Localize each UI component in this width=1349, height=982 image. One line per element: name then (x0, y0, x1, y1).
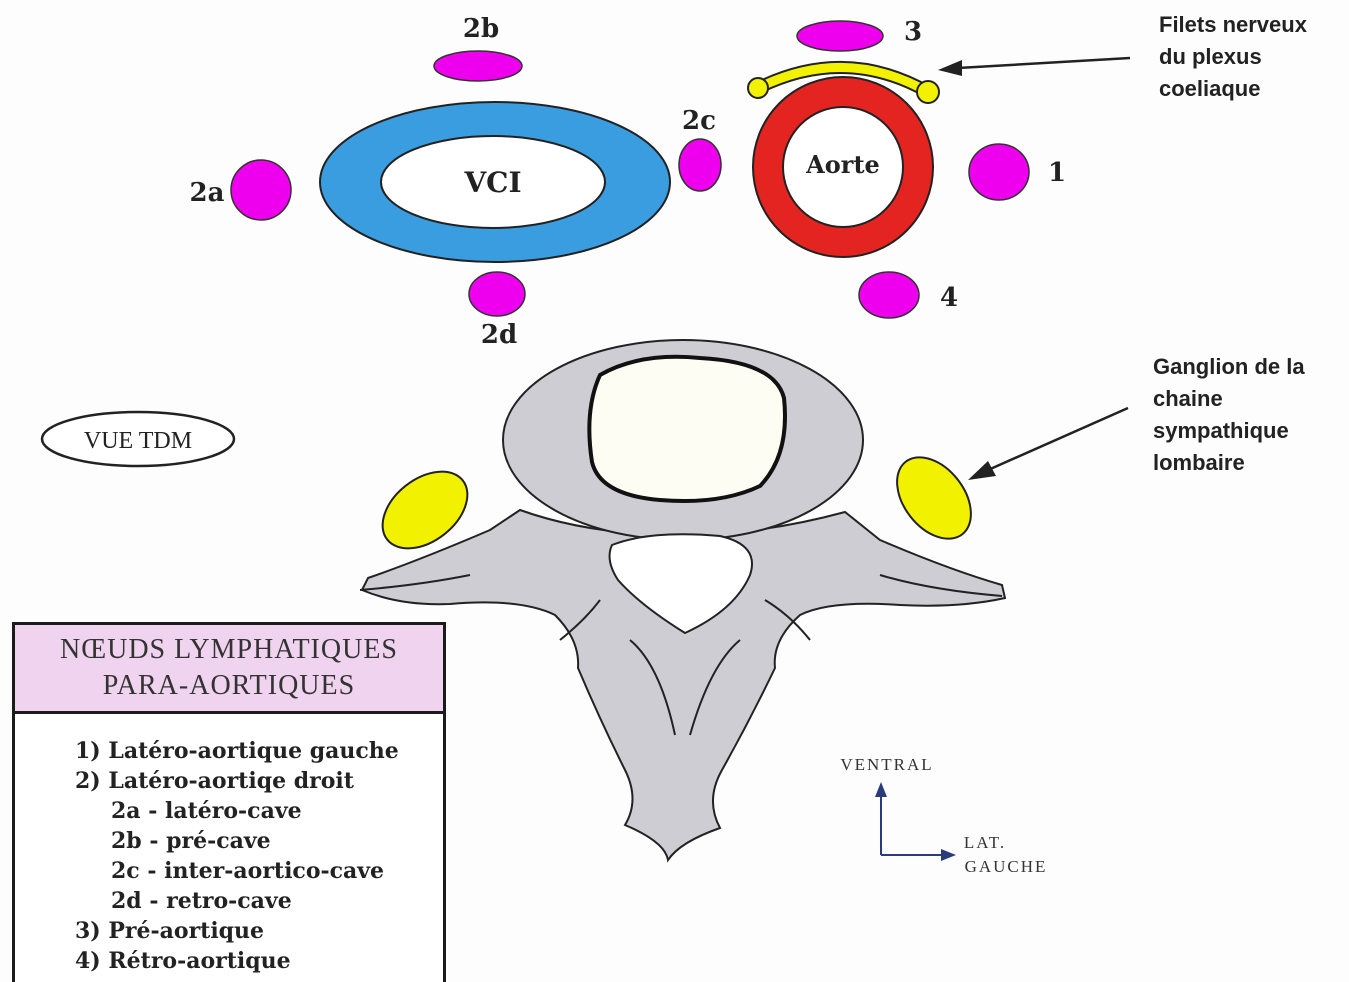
lymph-node-1 (969, 144, 1029, 200)
lymph-node-2d (469, 272, 525, 316)
vci-label: VCI (463, 166, 521, 199)
orientation-indicator: VENTRAL LAT. GAUCHE (840, 755, 1047, 876)
legend-item: 2) Latéro-aortiqe droit (75, 766, 443, 796)
orientation-ventral: VENTRAL (840, 755, 933, 774)
node-label-2a: 2a (190, 178, 225, 208)
ganglion-annotation-line4: lombaire (1153, 450, 1245, 475)
node-label-3: 3 (904, 17, 922, 47)
ganglion-annotation-line1: Ganglion de la (1153, 354, 1305, 379)
node-label-2c: 2c (682, 106, 716, 136)
node-label-4: 4 (940, 283, 958, 313)
lymph-node-2c (679, 139, 721, 191)
orientation-gauche: GAUCHE (965, 857, 1048, 876)
legend-item: 2c - inter-aortico-cave (75, 856, 443, 886)
legend-title-line2: PARA-AORTIQUES (103, 668, 355, 704)
nerve-annotation-line3: coeliaque (1159, 76, 1260, 101)
ganglion-left (882, 443, 986, 552)
legend-list: 1) Latéro-aortique gauche 2) Latéro-aort… (15, 714, 443, 976)
nerve-annotation-line2: du plexus (1159, 44, 1262, 69)
lymph-node-3 (797, 21, 883, 51)
orientation-lat: LAT. (964, 833, 1006, 852)
nerve-annotation-line1: Filets nerveux (1159, 12, 1308, 37)
vci-vessel: VCI (320, 102, 670, 262)
ganglion-annotation: Ganglion de la chaine sympathique lombai… (1153, 354, 1305, 475)
node-label-2d: 2d (481, 320, 517, 350)
ganglion-annotation-line2: chaine (1153, 386, 1223, 411)
legend-item: 1) Latéro-aortique gauche (75, 736, 443, 766)
lymph-node-4 (859, 272, 919, 318)
aorta-label: Aorte (805, 150, 880, 179)
lymph-node-2a (231, 160, 291, 220)
lumbar-vertebra (360, 340, 1005, 860)
legend-item: 2d - retro-cave (75, 886, 443, 916)
legend-item: 2a - latéro-cave (75, 796, 443, 826)
view-label-text: VUE TDM (84, 428, 192, 454)
legend-item: 2b - pré-cave (75, 826, 443, 856)
legend-header: NŒUDS LYMPHATIQUES PARA-AORTIQUES (15, 625, 443, 714)
node-label-1: 1 (1048, 158, 1066, 188)
lymph-node-2b (434, 51, 522, 81)
node-label-2b: 2b (463, 14, 499, 44)
nerve-annotation: Filets nerveux du plexus coeliaque (1159, 12, 1308, 101)
view-label: VUE TDM (42, 412, 234, 466)
legend-box: NŒUDS LYMPHATIQUES PARA-AORTIQUES 1) Lat… (12, 622, 446, 982)
ganglion-annotation-line3: sympathique (1153, 418, 1289, 443)
legend-item: 3) Pré-aortique (75, 916, 443, 946)
ganglion-annotation-arrow (968, 408, 1128, 480)
nerve-annotation-arrow (938, 58, 1130, 76)
legend-title-line1: NŒUDS LYMPHATIQUES (60, 632, 398, 668)
aorta-vessel: Aorte (753, 77, 933, 257)
legend-item: 4) Rétro-aortique (75, 946, 443, 976)
